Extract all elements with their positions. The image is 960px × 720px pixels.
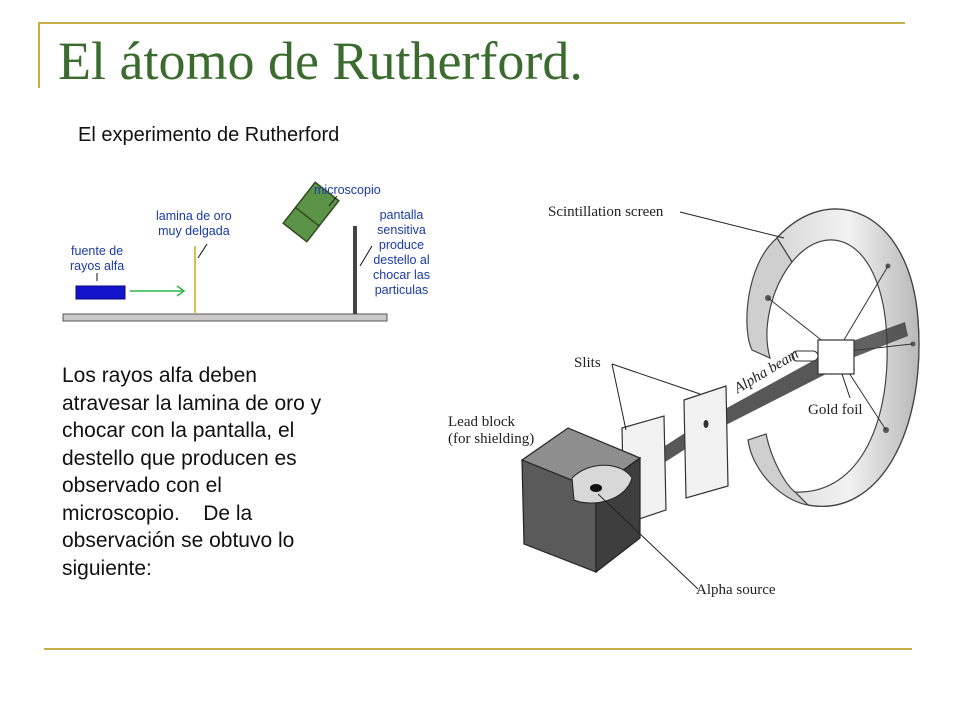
alpha-source-dot (590, 484, 602, 492)
label-gold-foil-fig: Gold foil (808, 402, 863, 418)
slide-title: El átomo de Rutherford. (58, 31, 583, 91)
label-alpha-source: fuente de rayos alfa (70, 244, 125, 273)
foil-holder (791, 350, 819, 362)
schematic-drawing (62, 181, 388, 322)
leader-scintillation (679, 211, 785, 239)
scatter-line (837, 265, 889, 351)
leader-screen (359, 245, 373, 267)
slit-plate-1 (683, 385, 729, 499)
transmitted-beam (850, 322, 908, 358)
apparatus-figure: Scintillation screen Slits Lead block (f… (448, 204, 920, 598)
label-lead-block: Lead block (for shielding) (448, 414, 535, 447)
leader-slits-1 (611, 363, 701, 395)
label-scintillation-screen: Scintillation screen (548, 204, 664, 220)
label-screen: pantalla sensitiva produce destello al c… (373, 208, 430, 297)
experiment-schematic: microscopio lamina de oro muy delgada fu… (0, 0, 480, 340)
label-microscope: microscopio (314, 183, 381, 197)
alpha-arrow-head (176, 285, 186, 297)
frame-line-top (40, 22, 905, 24)
apparatus-drawing (520, 208, 920, 590)
frame-line-bottom (44, 648, 912, 650)
bench (62, 313, 388, 322)
leader-foil (197, 243, 208, 259)
label-alpha-source-fig: Alpha source (696, 582, 776, 598)
leader-slits-2 (611, 363, 627, 431)
scintillation-ring-bottom (747, 433, 810, 506)
body-paragraph: Los rayos alfa deben atravesar la lamina… (62, 364, 322, 580)
leader-gold-foil (841, 373, 851, 399)
flash-dot (910, 341, 916, 347)
leader-microscope (328, 195, 338, 207)
label-slits: Slits (574, 355, 601, 371)
frame-line-vertical (38, 22, 40, 88)
slide-subtitle: El experimento de Rutherford (78, 124, 340, 146)
alpha-source-block (75, 285, 126, 300)
slit-hole-1 (703, 420, 709, 428)
gold-foil (817, 339, 855, 375)
microscope-icon (282, 181, 340, 243)
leader-alpha-source (597, 493, 699, 590)
label-gold-foil: lamina de oro muy delgada (156, 209, 232, 238)
lead-block-cutaway (571, 464, 633, 504)
